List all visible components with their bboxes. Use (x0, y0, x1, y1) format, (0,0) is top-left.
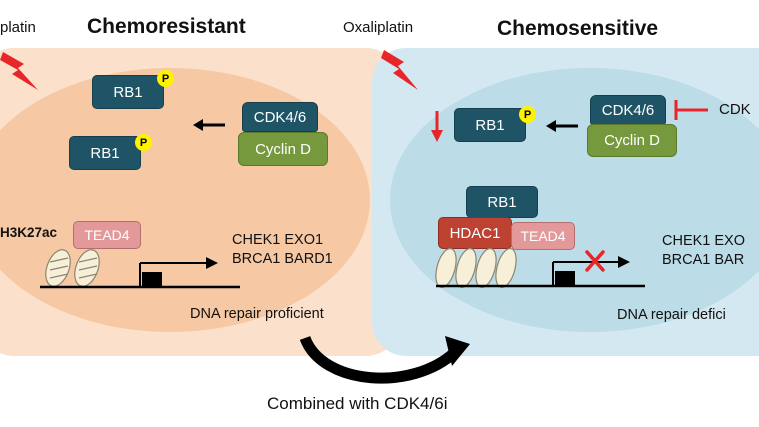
cdk46-box-left: CDK4/6 (242, 102, 318, 132)
target-genes-line2-left: BRCA1 BARD1 (232, 251, 333, 267)
target-genes-line1-left: CHEK1 EXO1 (232, 232, 324, 248)
rb1-box-upper: RB1 (92, 75, 164, 109)
blocked-transcription-icon (585, 250, 605, 272)
tead4-box-left: TEAD4 (73, 221, 141, 249)
cdk46-box-right: CDK4/6 (590, 95, 666, 125)
rb1-box-right: RB1 (454, 108, 526, 142)
oxaliplatin-label: Oxaliplatin (343, 19, 414, 36)
cyclin-d-box-left: Cyclin D (238, 132, 328, 166)
phosphorylation-arrow-right (546, 120, 578, 132)
dna-repair-status-left: DNA repair proficient (190, 306, 324, 322)
cyclin-d-box-right: Cyclin D (587, 124, 677, 157)
h3k27ac-label: H3K27ac (0, 225, 58, 240)
gene-promoter-right (436, 256, 645, 288)
rb1-box-complex: RB1 (466, 186, 538, 218)
lightning-bolt-icon-left (0, 52, 38, 90)
tead4-box-right: TEAD4 (511, 222, 575, 250)
decrease-arrow-icon (431, 111, 443, 142)
phospho-marker-right: P (519, 106, 536, 123)
phospho-marker-upper: P (157, 70, 174, 87)
phosphorylation-arrow-left (193, 119, 225, 131)
dna-repair-status-right: DNA repair defici (617, 307, 726, 323)
chemoresistant-title: Chemoresistant (87, 15, 246, 38)
combined-treatment-label: Combined with CDK4/6i (267, 394, 448, 413)
gene-promoter-left (40, 257, 240, 289)
target-genes-line2-right: BRCA1 BAR (662, 252, 745, 268)
chemosensitive-title: Chemosensitive (497, 17, 659, 40)
drug-label-left: platin (0, 19, 36, 36)
inhibition-bar-icon (674, 100, 708, 120)
lightning-bolt-icon-right (381, 50, 418, 90)
transition-arrow (299, 335, 470, 384)
nucleosome-icon-left (45, 249, 100, 287)
nucleosome-icon-right (435, 247, 517, 289)
cdk46-inhibitor-label: CDK (719, 101, 751, 118)
rb1-box-lower: RB1 (69, 136, 141, 170)
phospho-marker-lower: P (135, 134, 152, 151)
target-genes-line1-right: CHEK1 EXO (662, 233, 745, 249)
hdac1-box: HDAC1 (438, 217, 512, 249)
